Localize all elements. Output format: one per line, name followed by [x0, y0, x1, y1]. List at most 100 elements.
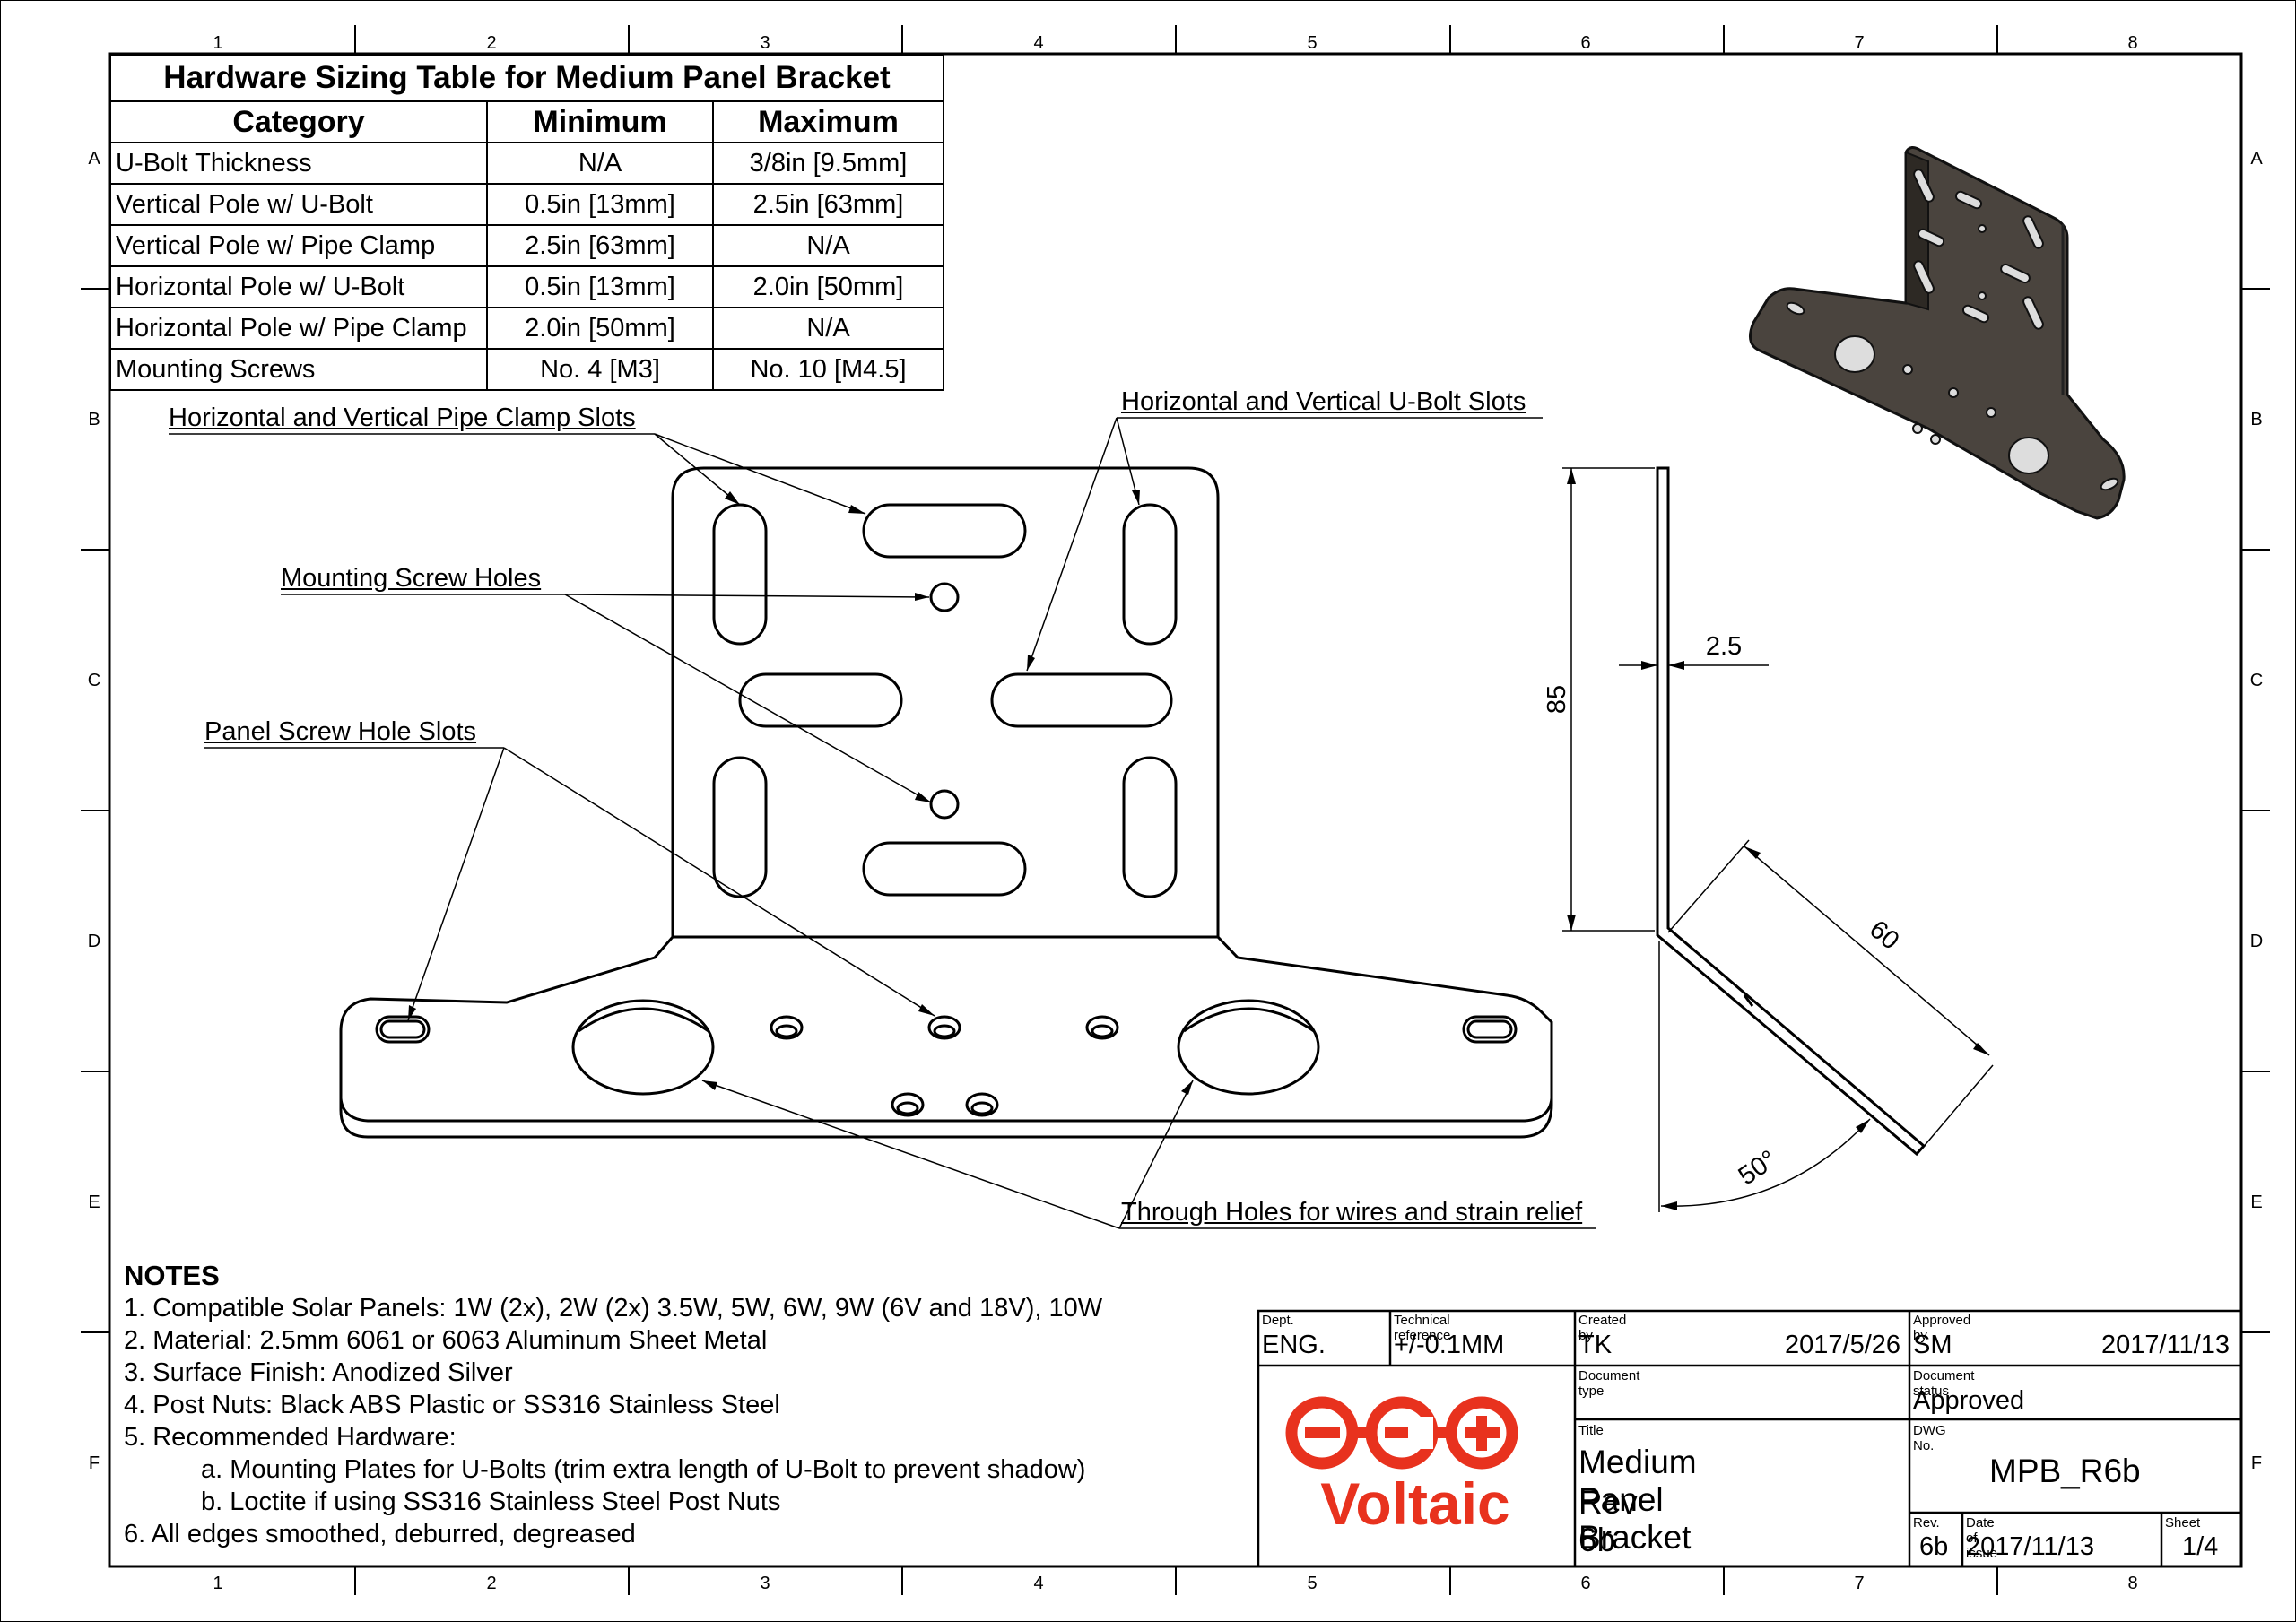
table-cell: Horizontal Pole w/ U-Bolt [109, 265, 488, 308]
dim-thickness: 2.5 [1706, 632, 1742, 661]
col-label: 6 [1580, 1574, 1590, 1593]
zone-ticks [81, 25, 2270, 1595]
table-cell: Vertical Pole w/ Pipe Clamp [109, 224, 488, 267]
approved-date: 2017/11/13 [2101, 1331, 2230, 1359]
col-label: 1 [213, 33, 222, 53]
table-cell: 2.5in [63mm] [486, 224, 714, 267]
small-hole [965, 1092, 999, 1117]
horizontal-slot [862, 841, 1027, 897]
flange-edge [339, 1097, 1553, 1123]
issue-date: 2017/11/13 [1966, 1532, 2094, 1561]
rev-label: Rev. [1913, 1515, 1940, 1531]
hardware-sizing-table: Hardware Sizing Table for Medium Panel B… [109, 54, 944, 391]
dept-value: ENG. [1262, 1331, 1326, 1359]
table-header: Minimum [486, 100, 714, 143]
small-hole [927, 1015, 961, 1040]
doctype-label: Document type [1578, 1368, 1640, 1399]
callout-panel-screw-slots: Panel Screw Hole Slots [204, 717, 477, 746]
title-line1: Medium Panel Bracket [1578, 1444, 1697, 1556]
dim-angle: 50° [1734, 1145, 1782, 1191]
vertical-slot [1122, 503, 1178, 646]
rev-value: 6b [1919, 1532, 1949, 1561]
side-dimensions [1562, 467, 1994, 1212]
row-label: B [2250, 410, 2262, 429]
table-cell: 3/8in [9.5mm] [712, 142, 944, 185]
table-cell: 2.0in [50mm] [712, 265, 944, 308]
row-label: D [88, 932, 100, 951]
panel-screw-slot-inner [379, 1019, 426, 1039]
col-label: 7 [1854, 1574, 1864, 1593]
table-cell: No. 10 [M4.5] [712, 348, 944, 391]
voltaic-logo: Voltaic [1285, 1396, 1518, 1537]
docstatus-label: Document status [1913, 1368, 1975, 1399]
table-row: Vertical Pole w/ Pipe Clamp 2.5in [63mm]… [109, 224, 944, 267]
small-hole [1085, 1015, 1119, 1040]
notes-section: NOTES 1. Compatible Solar Panels: 1W (2x… [124, 1260, 1102, 1550]
col-label: 8 [2127, 33, 2137, 53]
dim-height: 85 [1543, 685, 1571, 714]
row-label: C [2250, 671, 2263, 690]
small-hole-inner [1091, 1024, 1114, 1038]
horizontal-slot [862, 503, 1027, 559]
table-row: U-Bolt Thickness N/A 3/8in [9.5mm] [109, 142, 944, 185]
small-hole [891, 1092, 925, 1117]
small-hole [770, 1015, 804, 1040]
side-dim-arrows [1567, 468, 1989, 1210]
note-item: 6. All edges smoothed, deburred, degreas… [124, 1520, 636, 1548]
table-cell: 2.0in [50mm] [486, 307, 714, 350]
table-row: Horizontal Pole w/ Pipe Clamp 2.0in [50m… [109, 307, 944, 350]
row-label: E [88, 1193, 100, 1212]
bracket-side-view [1656, 466, 1926, 1157]
row-label: E [2250, 1193, 2262, 1212]
bracket-3d-render [1748, 146, 2126, 520]
approved-by: SM [1913, 1331, 1952, 1359]
row-label: A [88, 149, 100, 169]
dwg-label: DWG No. [1913, 1423, 1946, 1453]
dept-label: Dept. [1262, 1313, 1294, 1328]
small-hole-inner [933, 1024, 956, 1038]
table-row: Vertical Pole w/ U-Bolt 0.5in [13mm] 2.5… [109, 183, 944, 226]
col-label: 4 [1033, 1574, 1043, 1593]
col-label: 5 [1307, 33, 1317, 53]
horizontal-slot [990, 672, 1173, 728]
note-subitem: a. Mounting Plates for U-Bolts (trim ext… [201, 1455, 1086, 1484]
row-label: A [2250, 149, 2263, 169]
note-item: 2. Material: 2.5mm 6061 or 6063 Aluminum… [124, 1326, 768, 1355]
small-hole-inner [775, 1024, 798, 1038]
created-by: TK [1578, 1331, 1613, 1359]
title-line2: Rev 6b [1578, 1484, 1638, 1558]
vertical-slot [712, 756, 768, 898]
through-hole-edge [578, 1007, 709, 1033]
table-title: Hardware Sizing Table for Medium Panel B… [109, 54, 944, 102]
panel-screw-slot [1462, 1015, 1518, 1044]
table-row: Horizontal Pole w/ U-Bolt 0.5in [13mm] 2… [109, 265, 944, 308]
note-item: 1. Compatible Solar Panels: 1W (2x), 2W … [124, 1294, 1103, 1323]
logo-text: Voltaic [1320, 1470, 1510, 1537]
panel-screw-slot-inner [1466, 1019, 1513, 1039]
sheet-value: 1/4 [2182, 1532, 2219, 1561]
panel-screw-slot [375, 1015, 430, 1044]
small-hole-inner [896, 1101, 919, 1115]
table-cell: U-Bolt Thickness [109, 142, 488, 185]
zone-labels: 1 2 3 4 5 6 7 8 1 2 3 4 5 6 7 8 A B C D … [88, 33, 2264, 1593]
mounting-screw-hole [929, 582, 960, 612]
through-hole [1177, 999, 1320, 1096]
row-label: F [89, 1453, 100, 1473]
callout-through-holes: Through Holes for wires and strain relie… [1121, 1198, 1583, 1227]
row-label: F [2251, 1453, 2262, 1473]
issue-label: Date of issue [1966, 1515, 1998, 1561]
table-cell: Mounting Screws [109, 348, 488, 391]
through-hole [571, 999, 715, 1096]
col-label: 2 [486, 1574, 496, 1593]
small-hole-inner [970, 1101, 994, 1115]
col-label: 2 [486, 33, 496, 53]
created-label: Created by [1578, 1313, 1627, 1343]
table-cell: N/A [486, 142, 714, 185]
vertical-slot [1122, 756, 1178, 898]
row-label: C [88, 671, 100, 690]
callout-ubolt-slots: Horizontal and Vertical U-Bolt Slots [1121, 387, 1526, 416]
techref-label: Technical reference [1394, 1313, 1451, 1343]
col-label: 8 [2127, 1574, 2137, 1593]
note-item: 4. Post Nuts: Black ABS Plastic or SS316… [124, 1391, 780, 1419]
